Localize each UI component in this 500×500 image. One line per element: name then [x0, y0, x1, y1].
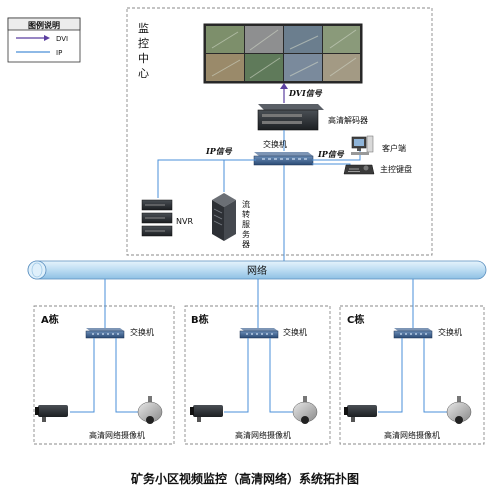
diagram-caption: 矿务小区视频监控（高清网络）系统拓扑图 — [131, 471, 359, 486]
building-b: B栋 交换机 高清网络摄像机 — [184, 279, 331, 445]
legend-title: 图例说明 — [28, 20, 60, 30]
building-c-bullet-camera — [344, 405, 377, 422]
building-c: C栋 交换机 高清网络摄像机 — [339, 279, 485, 445]
building-a-name: A栋 — [41, 313, 59, 326]
building-c-cam1-line — [378, 338, 403, 413]
building-c-dome-camera — [446, 396, 472, 424]
network-backbone — [27, 260, 487, 280]
building-a-camera-label: 高清网络摄像机 — [89, 430, 145, 440]
switch-keyboard-line — [312, 163, 351, 172]
legend-dvi-arrow — [44, 35, 50, 41]
center-label-char-3: 心 — [138, 67, 149, 80]
keyboard-label: 主控键盘 — [380, 164, 412, 174]
building-a-switch-label: 交换机 — [130, 327, 154, 337]
client-label: 客户端 — [382, 143, 406, 153]
nvr-device — [141, 199, 173, 237]
building-c-name: C栋 — [347, 313, 364, 326]
center-label-char-2: 中 — [138, 52, 149, 65]
building-b-camera-label: 高清网络摄像机 — [235, 430, 291, 440]
stream-server-char-1: 转 — [242, 209, 250, 219]
monitoring-center-border — [126, 7, 433, 256]
building-a: A栋 交换机 高清网络摄像机 — [33, 279, 175, 445]
building-b-dome-camera — [292, 396, 318, 424]
building-b-cam2-line — [269, 338, 294, 413]
legend-ip-label: IP — [56, 49, 62, 57]
legend-dvi-label: DVI — [56, 35, 68, 43]
building-a-bullet-camera — [35, 405, 68, 422]
video-wall — [203, 23, 363, 84]
center-label-char-0: 监 — [138, 22, 149, 35]
building-a-cam2-line — [115, 338, 140, 413]
building-c-border — [339, 305, 485, 445]
ip-signal-left-label: IP信号 — [205, 146, 233, 156]
monitoring-center: 监 控 中 心 DVI信号 高清解码器 — [126, 7, 433, 261]
building-a-cam1-line — [70, 338, 95, 413]
building-c-cam2-line — [423, 338, 448, 413]
building-c-camera-label: 高清网络摄像机 — [384, 430, 440, 440]
building-b-switch — [239, 328, 279, 339]
building-b-name: B栋 — [191, 313, 209, 326]
building-a-border — [33, 305, 175, 445]
nvr-label: NVR — [176, 217, 193, 226]
legend: 图例说明 DVI IP — [7, 17, 81, 63]
building-b-cam1-line — [224, 338, 249, 413]
stream-server-char-2: 服 — [242, 220, 250, 229]
stream-server-char-4: 器 — [242, 240, 250, 249]
switch-nvr-line — [157, 159, 256, 198]
control-keyboard — [343, 164, 375, 175]
network-label: 网络 — [247, 264, 267, 277]
building-b-switch-label: 交换机 — [283, 327, 307, 337]
center-label-char-1: 控 — [138, 36, 149, 50]
building-b-bullet-camera — [190, 405, 223, 422]
dvi-signal-label: DVI信号 — [288, 88, 323, 98]
core-switch-label: 交换机 — [263, 139, 287, 149]
client-pc — [351, 135, 374, 155]
stream-server — [212, 193, 236, 241]
building-a-switch — [85, 328, 125, 339]
ip-signal-right-label: IP信号 — [317, 149, 345, 159]
core-switch — [253, 152, 314, 166]
stream-server-char-0: 流 — [242, 199, 250, 209]
hd-decoder — [257, 104, 324, 131]
building-c-switch-label: 交换机 — [438, 327, 462, 337]
stream-server-char-3: 务 — [242, 229, 250, 239]
building-a-dome-camera — [137, 396, 163, 424]
dvi-arrow — [280, 83, 288, 89]
building-c-switch — [393, 328, 433, 339]
decoder-label: 高清解码器 — [328, 115, 368, 125]
